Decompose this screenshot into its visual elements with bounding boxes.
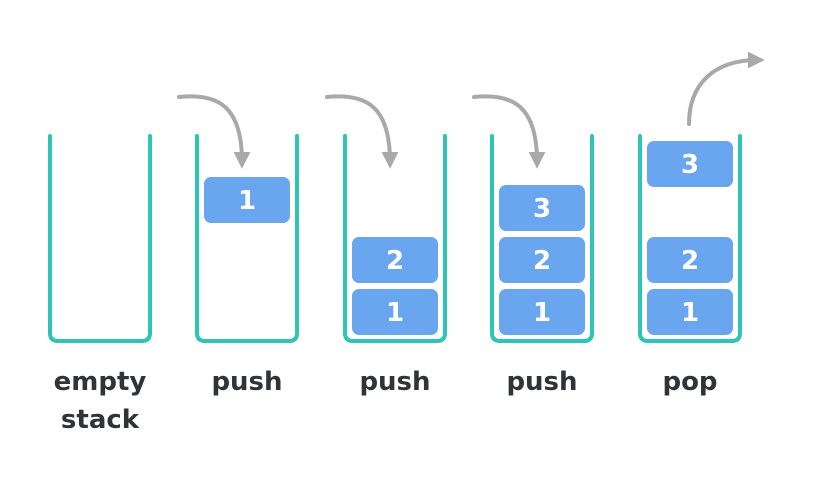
stack-block-value: 2 (533, 246, 551, 276)
pop-arrow-icon (687, 51, 765, 126)
stack-block-box (499, 237, 585, 283)
stack-column: 1 2 3 pop (638, 51, 765, 397)
stack-label: stack (61, 405, 140, 435)
stack-block-value: 1 (533, 298, 551, 328)
stack-block-box (499, 289, 585, 335)
stack-container (48, 134, 152, 343)
stacks-layer: empty stack 1 push 1 2 push 1 2 3 push 1 2 3 pop (48, 51, 765, 435)
stack-column: empty stack (48, 134, 152, 435)
stack-block-box (352, 237, 438, 283)
stack-label: push (359, 367, 430, 397)
stack-block: 1 (204, 177, 290, 223)
stack-block-value: 1 (681, 298, 699, 328)
stack-column: 1 2 push (325, 94, 447, 397)
stack-label: pop (662, 367, 717, 397)
stack-label: push (211, 367, 282, 397)
stack-block-box (647, 141, 733, 187)
stack-block: 1 (499, 289, 585, 335)
stack-block: 2 (499, 237, 585, 283)
stack-block: 1 (647, 289, 733, 335)
stack-block: 1 (352, 289, 438, 335)
stack-block-value: 3 (681, 150, 699, 180)
stack-block: 2 (647, 237, 733, 283)
stack-block-box (647, 289, 733, 335)
stack-column: 1 2 3 push (472, 94, 594, 397)
push-arrow-icon (177, 94, 251, 169)
stack-container (343, 134, 447, 343)
stack-block-value: 3 (533, 194, 551, 224)
stack-container (638, 134, 742, 343)
stack-block: 3 (647, 141, 733, 187)
push-arrow-icon (325, 94, 399, 169)
stack-block-box (352, 289, 438, 335)
push-arrow-icon (472, 94, 546, 169)
stack-block-box (204, 177, 290, 223)
stack-block-value: 2 (386, 246, 404, 276)
stack-block: 2 (352, 237, 438, 283)
stack-container (195, 134, 299, 343)
stack-column: 1 push (177, 94, 299, 397)
stack-block: 3 (499, 185, 585, 231)
stack-block-value: 1 (238, 186, 256, 216)
stack-label: empty (54, 367, 147, 397)
stack-block-box (499, 185, 585, 231)
stack-label: push (506, 367, 577, 397)
stack-block-box (647, 237, 733, 283)
stack-container (490, 134, 594, 343)
stack-block-value: 2 (681, 246, 699, 276)
stack-block-value: 1 (386, 298, 404, 328)
